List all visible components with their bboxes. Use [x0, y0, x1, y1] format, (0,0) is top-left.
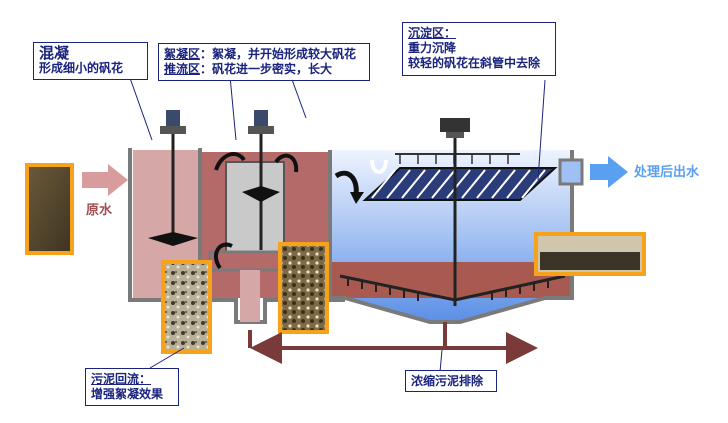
circulation-arrow-icon [213, 242, 233, 270]
lamella-settlers [362, 153, 558, 201]
plug-flow-zone-label: 推流区 [164, 62, 201, 76]
leader-lines [129, 73, 546, 373]
draft-tube [225, 161, 285, 253]
mixing-title: 混凝 [39, 44, 70, 62]
sludge-discharge-callout: 浓缩污泥排除 [405, 370, 497, 392]
settled-sludge-photo-band [540, 252, 640, 270]
sludge-return-line [248, 322, 447, 364]
flocculator-motor-icon [242, 110, 280, 250]
raw-water-label: 原水 [86, 202, 113, 218]
sludge-scraper [339, 274, 566, 302]
raw-water-photo [25, 163, 74, 255]
circulation-arrow-icon [274, 153, 299, 173]
flocculation-floc-photo [278, 242, 329, 334]
treated-water-arrow-icon [590, 156, 628, 188]
transfer-arrow-icon [334, 170, 359, 197]
sludge-return-title: 污泥回流： [91, 372, 152, 386]
flocculation-callout: 絮凝区：絮凝，并开始形成较大矾花 推流区：矾花进一步密实，长大 [158, 43, 370, 81]
sludge-return-callout: 污泥回流： 增强絮凝效果 [85, 368, 179, 406]
sedimentation-line1: 重力沉降 [408, 41, 457, 55]
outlet-box [558, 158, 584, 186]
launder-icon [370, 159, 388, 174]
treated-water-label: 处理后出水 [633, 164, 700, 180]
sedimentation-title: 沉淀区： [408, 26, 457, 40]
scraper-motor-icon [440, 118, 470, 306]
plug-flow-zone-desc: ：矾花进一步密实，长大 [200, 62, 333, 76]
sedimentation-line2: 较轻的矾花在斜管中去除 [408, 56, 541, 70]
tank-wall [128, 148, 330, 324]
sedimentation-callout: 沉淀区： 重力沉降 较轻的矾花在斜管中去除 [402, 22, 556, 76]
mixing-callout: 混凝 形成细小的矾花 [33, 42, 148, 80]
flocculation-zone-label: 絮凝区 [164, 47, 201, 61]
mixer-motor-icon [148, 110, 198, 246]
flocculation-zone-desc: ：絮凝，并开始形成较大矾花 [200, 47, 357, 61]
raw-water-arrow-icon [82, 164, 128, 196]
mixing-desc: 形成细小的矾花 [39, 61, 124, 75]
sludge-return-desc: 增强絮凝效果 [91, 387, 164, 401]
sludge-discharge-label: 浓缩污泥排除 [411, 374, 484, 388]
circulation-arrow-icon [214, 152, 246, 171]
transfer-arrowhead-icon [350, 192, 364, 204]
mixing-floc-photo [161, 260, 212, 354]
sludge-layer [332, 262, 572, 298]
return-channel [240, 270, 260, 322]
